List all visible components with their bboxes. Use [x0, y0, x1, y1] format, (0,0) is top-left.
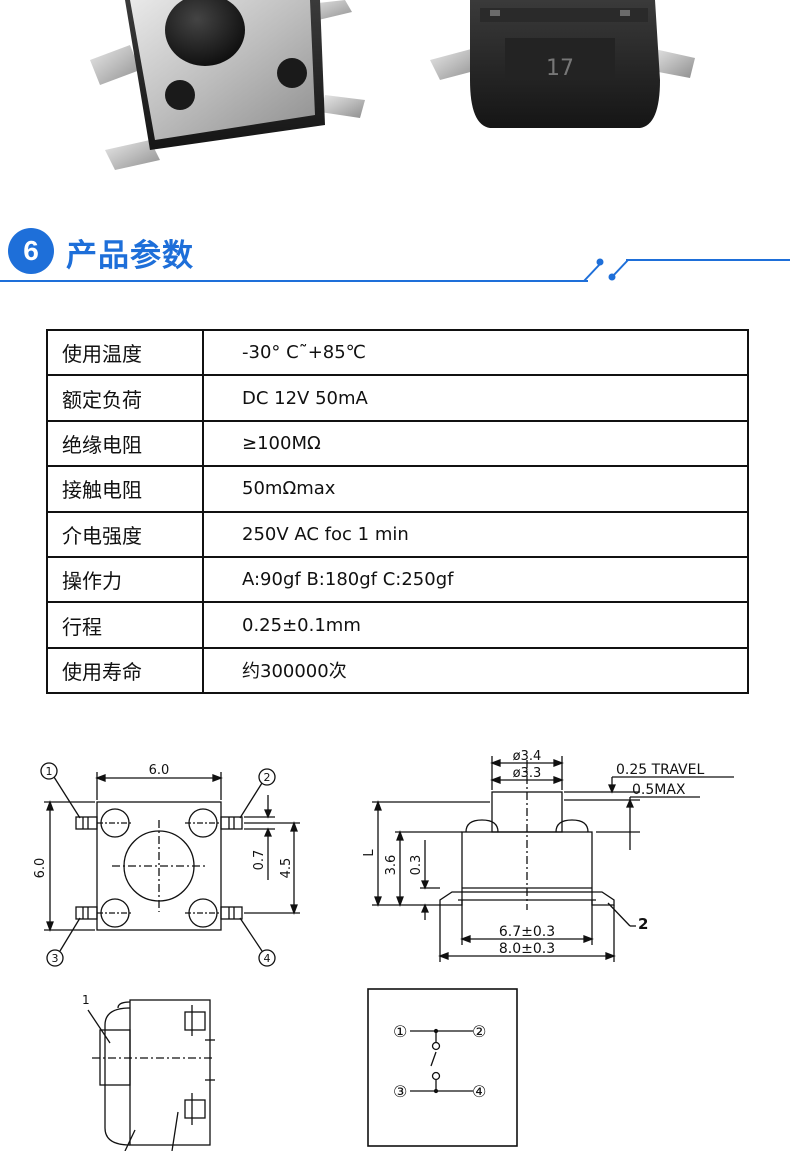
- spec-value: ≥100MΩ: [202, 419, 749, 468]
- spec-value: 250V AC foc 1 min: [202, 510, 749, 558]
- dim-pin-width: 0.7: [252, 850, 267, 871]
- pin-label-4: 4: [264, 952, 271, 965]
- dim-actuator-inner: ø3.3: [513, 766, 542, 781]
- table-row: 使用温度 -30° C˜+85℃: [46, 328, 749, 377]
- schematic-diagram: [367, 988, 518, 1147]
- header-rule: [0, 258, 790, 282]
- spec-label: 接触电阻: [46, 465, 204, 513]
- dim-pin-pitch: 4.5: [279, 858, 294, 879]
- spec-label: 介电强度: [46, 510, 204, 558]
- section-title: 产品参数: [66, 238, 194, 274]
- table-row: 操作力 A:90gf B:180gf C:250gf: [46, 555, 749, 604]
- part-marking: 17: [546, 56, 574, 81]
- schematic-pin-2: ②: [472, 1022, 486, 1041]
- table-row: 绝缘电阻 ≥100MΩ: [46, 419, 749, 468]
- table-row: 接触电阻 50mΩmax: [46, 465, 749, 513]
- dim-actuator-outer: ø3.4: [513, 749, 542, 764]
- table-row: 行程 0.25±0.1mm: [46, 601, 749, 649]
- switch-photo-right: 17: [430, 0, 695, 128]
- schematic-pin-1: ①: [393, 1022, 407, 1041]
- spec-label: 使用寿命: [46, 646, 204, 695]
- spec-value: 0.25±0.1mm: [202, 601, 749, 649]
- section-number-badge: 6: [8, 228, 54, 274]
- dim-travel: 0.25 TRAVEL: [616, 762, 704, 778]
- dim-body-width: 6.7±0.3: [499, 924, 555, 940]
- dim-body-height: 3.6: [384, 855, 399, 876]
- table-row: 额定负荷 DC 12V 50mA: [46, 374, 749, 422]
- end-view-callout-1: 1: [82, 993, 90, 1007]
- spec-table: 使用温度 -30° C˜+85℃ 额定负荷 DC 12V 50mA 绝缘电阻 ≥…: [46, 328, 749, 695]
- dim-width: 6.0: [149, 763, 170, 778]
- spec-value: DC 12V 50mA: [202, 374, 749, 422]
- spec-label: 使用温度: [46, 328, 204, 377]
- spec-value: 约300000次: [202, 646, 749, 695]
- spec-value: 50mΩmax: [202, 465, 749, 513]
- spec-label: 操作力: [46, 555, 204, 604]
- spec-label: 行程: [46, 601, 204, 649]
- spec-value: A:90gf B:180gf C:250gf: [202, 555, 749, 604]
- top-view-drawing: [40, 762, 300, 967]
- spec-label: 额定负荷: [46, 374, 204, 422]
- pin-label-2: 2: [264, 771, 271, 784]
- dim-height-L: L: [362, 849, 377, 857]
- table-row: 使用寿命 约300000次: [46, 646, 749, 695]
- side-callout-2: 2: [638, 915, 648, 933]
- schematic-pin-4: ④: [472, 1082, 486, 1101]
- dim-height: 6.0: [33, 858, 48, 879]
- dim-overall-width: 8.0±0.3: [499, 941, 555, 957]
- pin-label-3: 3: [52, 952, 59, 965]
- spec-label: 绝缘电阻: [46, 419, 204, 468]
- table-row: 介电强度 250V AC foc 1 min: [46, 510, 749, 558]
- dim-standoff: 0.3: [409, 855, 424, 876]
- schematic-pin-3: ③: [393, 1082, 407, 1101]
- spec-value: -30° C˜+85℃: [202, 328, 749, 377]
- dim-max-stroke: 0.5MAX: [632, 782, 686, 798]
- pin-label-1: 1: [46, 765, 53, 778]
- product-photo: 17: [90, 0, 695, 170]
- end-view-drawing: [87, 999, 215, 1151]
- section-header: 6 产品参数: [0, 218, 790, 288]
- switch-photo-left: [90, 0, 365, 170]
- technical-drawings: 6.0 6.0 4.5 0.7 1 2 3 4: [33, 749, 734, 1151]
- side-view-drawing: [372, 756, 734, 962]
